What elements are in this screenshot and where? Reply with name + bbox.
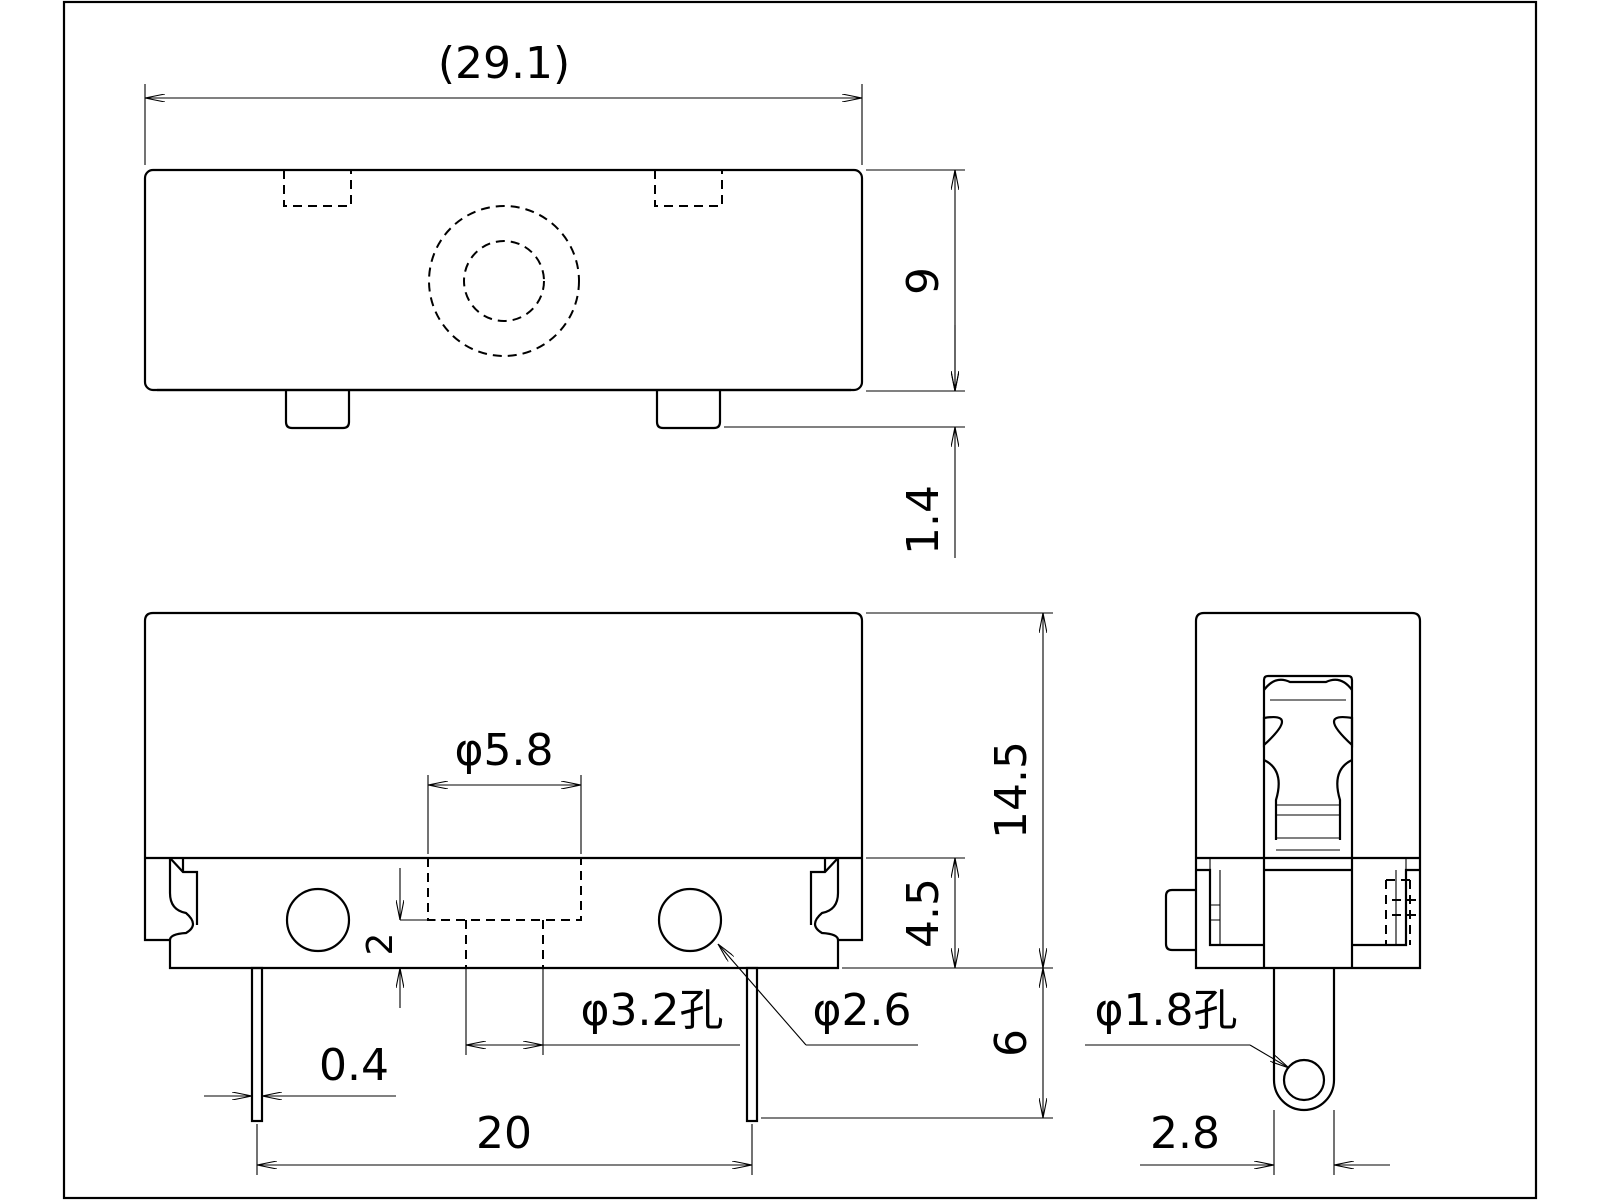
hidden-socket bbox=[427, 858, 582, 921]
leader-mount-hole bbox=[718, 944, 807, 1046]
hidden-tab-right bbox=[654, 170, 723, 207]
side-pin bbox=[1272, 968, 1336, 1112]
dim-total-height: 14.5 bbox=[986, 741, 1037, 839]
drawing-border bbox=[62, 0, 1538, 1200]
pin-left bbox=[250, 966, 264, 1123]
dim-mount-hole: φ2.6 bbox=[813, 985, 912, 1036]
dim-overall-length: (29.1) bbox=[438, 38, 570, 89]
hidden-socket-outer bbox=[428, 205, 580, 357]
dim-pin-pitch: 20 bbox=[476, 1108, 532, 1159]
top-view-body bbox=[143, 168, 864, 392]
side-pin-hole bbox=[1282, 1058, 1326, 1102]
dim-pin-length: 6 bbox=[986, 1029, 1037, 1057]
side-tab bbox=[1164, 888, 1196, 952]
dim-side-hole: φ1.8孔 bbox=[1095, 985, 1238, 1036]
front-view-base bbox=[143, 858, 864, 970]
hidden-tab-left bbox=[283, 170, 352, 207]
dim-pcb-hole: φ3.2孔 bbox=[581, 985, 724, 1036]
mount-hole-right bbox=[657, 887, 723, 953]
tab-right bbox=[655, 391, 722, 430]
dim-socket-dia: φ5.8 bbox=[455, 725, 554, 776]
front-view-upper-body bbox=[143, 611, 864, 858]
dim-pin-width: 0.4 bbox=[319, 1040, 389, 1091]
side-view: φ1.8孔 2.8 bbox=[1085, 611, 1422, 1175]
hidden-socket-inner bbox=[463, 240, 545, 322]
dim-top-height: 9 bbox=[898, 267, 949, 295]
front-view: 14.5 4.5 6 φ5.8 φ3.2孔 φ2.6 2 0 bbox=[143, 611, 1053, 1175]
dim-offset: 2 bbox=[360, 933, 401, 956]
mount-hole-left bbox=[285, 887, 351, 953]
dim-base-height: 4.5 bbox=[898, 878, 949, 948]
tab-left bbox=[284, 391, 351, 430]
side-view-upper-body bbox=[1194, 611, 1422, 858]
top-view: (29.1) 9 1.4 bbox=[143, 38, 965, 558]
contact-slot bbox=[1262, 674, 1354, 968]
side-view-base bbox=[1194, 858, 1422, 970]
dim-side-pin-width: 2.8 bbox=[1150, 1108, 1220, 1159]
dim-tab-height: 1.4 bbox=[898, 485, 949, 555]
pin-right bbox=[745, 966, 759, 1123]
leader-side-hole bbox=[1249, 1044, 1289, 1068]
